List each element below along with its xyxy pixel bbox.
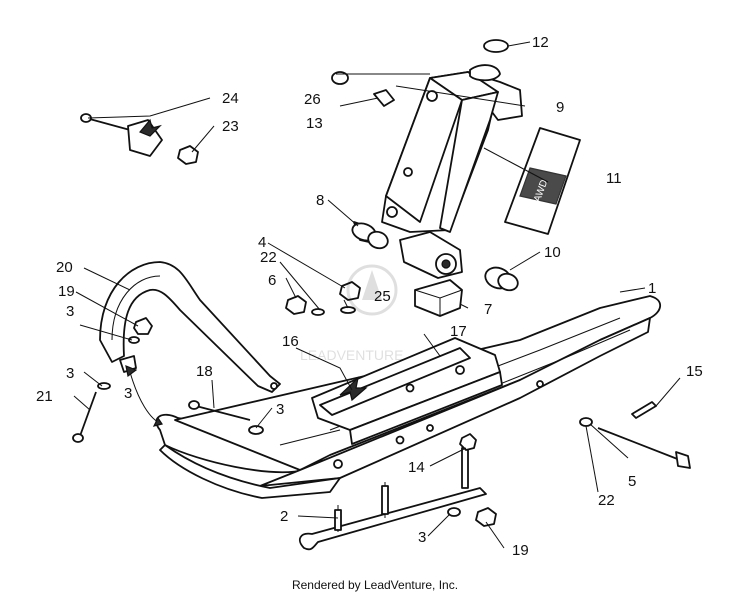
callout-2: 2: [280, 508, 288, 525]
callout-7: 7: [484, 301, 492, 318]
callout-25: 25: [374, 288, 391, 305]
callout-17: 17: [450, 323, 467, 340]
nut-6: [285, 295, 307, 315]
assembly-arrow: [129, 371, 163, 425]
callout-16: 16: [282, 333, 299, 350]
decal: AWD: [504, 127, 581, 235]
arrow-icon: [139, 118, 162, 137]
callout-11: 11: [606, 170, 622, 187]
washer-3d: [447, 507, 461, 517]
bolt-21: [72, 391, 97, 443]
bolt-5: [597, 427, 691, 469]
nut-19a: [133, 317, 153, 335]
ski-saddle: [311, 337, 503, 445]
callout-24: 24: [222, 90, 239, 107]
washer-3a: [128, 336, 140, 344]
callout-22: 22: [598, 492, 615, 509]
nut-26: [331, 71, 349, 85]
shock-absorber: [381, 64, 523, 279]
washer-3c: [248, 425, 264, 435]
nut-19b: [475, 507, 497, 527]
callout-12: 12: [532, 34, 549, 51]
callout-23: 23: [222, 118, 239, 135]
leader-lines: [73, 41, 681, 549]
callout-14: 14: [408, 459, 425, 476]
callout-5: 5: [628, 473, 636, 490]
callout-21: 21: [36, 388, 53, 405]
callout-4: 4: [258, 234, 266, 251]
nut-14: [459, 433, 477, 451]
arrow-icon: [339, 376, 368, 402]
washer-22a: [311, 308, 325, 316]
callouts: 1 2 3 3 3 3 3 4 5 6 7 8 9 10 11 12 13 14…: [36, 34, 703, 559]
washer-3b: [97, 382, 111, 390]
cap-12: [483, 39, 509, 53]
callout-6: 6: [268, 272, 276, 289]
callout-13: 13: [306, 115, 323, 132]
callout-1: 1: [648, 280, 656, 297]
callout-10: 10: [544, 244, 561, 261]
bushing-8: [351, 221, 389, 250]
callout-8: 8: [316, 192, 324, 209]
footer-credit: Rendered by LeadVenture, Inc.: [291, 578, 459, 592]
bushing-10: [484, 266, 519, 292]
callout-3: 3: [66, 365, 74, 382]
nut-4: [339, 281, 361, 301]
svg-text:LEADVENTURE: LEADVENTURE: [300, 347, 403, 363]
callout-3: 3: [124, 385, 132, 402]
grease-fitting: [373, 89, 395, 107]
ski-hole: [333, 459, 343, 469]
callout-3: 3: [66, 303, 74, 320]
callout-26: 26: [304, 91, 321, 108]
callout-15: 15: [686, 363, 703, 380]
wear-bar: [298, 447, 487, 551]
bolt-18: [188, 400, 251, 421]
callout-9: 9: [556, 99, 564, 116]
rubber-block: [414, 279, 463, 317]
callout-22: 22: [260, 249, 277, 266]
callout-19: 19: [58, 283, 75, 300]
callout-20: 20: [56, 259, 73, 276]
callout-3: 3: [276, 401, 284, 418]
watermark-logo: LEADVENTURE: [300, 264, 403, 363]
cotter-pin: [631, 401, 657, 419]
callout-19: 19: [512, 542, 529, 559]
callout-3: 3: [418, 529, 426, 546]
callout-18: 18: [196, 363, 213, 380]
